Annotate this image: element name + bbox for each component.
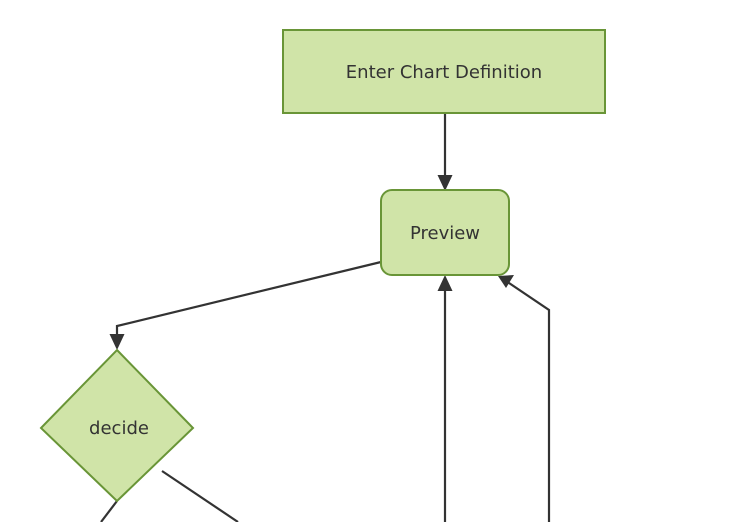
edge-decide-out-bottom[interactable]: [100, 500, 118, 522]
node-rect: [282, 29, 606, 114]
edge-decide-out-right[interactable]: [161, 470, 239, 522]
edge-return-left-to-preview[interactable]: [437, 275, 453, 522]
arrowhead-icon: [498, 275, 514, 288]
arrowhead-icon: [109, 334, 125, 350]
node-rounded-rect: [380, 189, 510, 276]
arrowhead-icon: [437, 275, 453, 291]
edge-enter-to-preview[interactable]: [437, 113, 453, 191]
arrowhead-icon: [437, 175, 453, 191]
edge-layer: [100, 113, 551, 522]
edge-return-right-to-preview[interactable]: [498, 275, 551, 522]
node-enter-chart-definition[interactable]: Enter Chart Definition: [282, 29, 606, 114]
node-preview[interactable]: Preview: [380, 189, 510, 276]
node-diamond: [39, 348, 195, 503]
node-layer: Enter Chart Definition Preview decide: [39, 29, 606, 503]
edge-preview-to-decide[interactable]: [109, 260, 382, 350]
